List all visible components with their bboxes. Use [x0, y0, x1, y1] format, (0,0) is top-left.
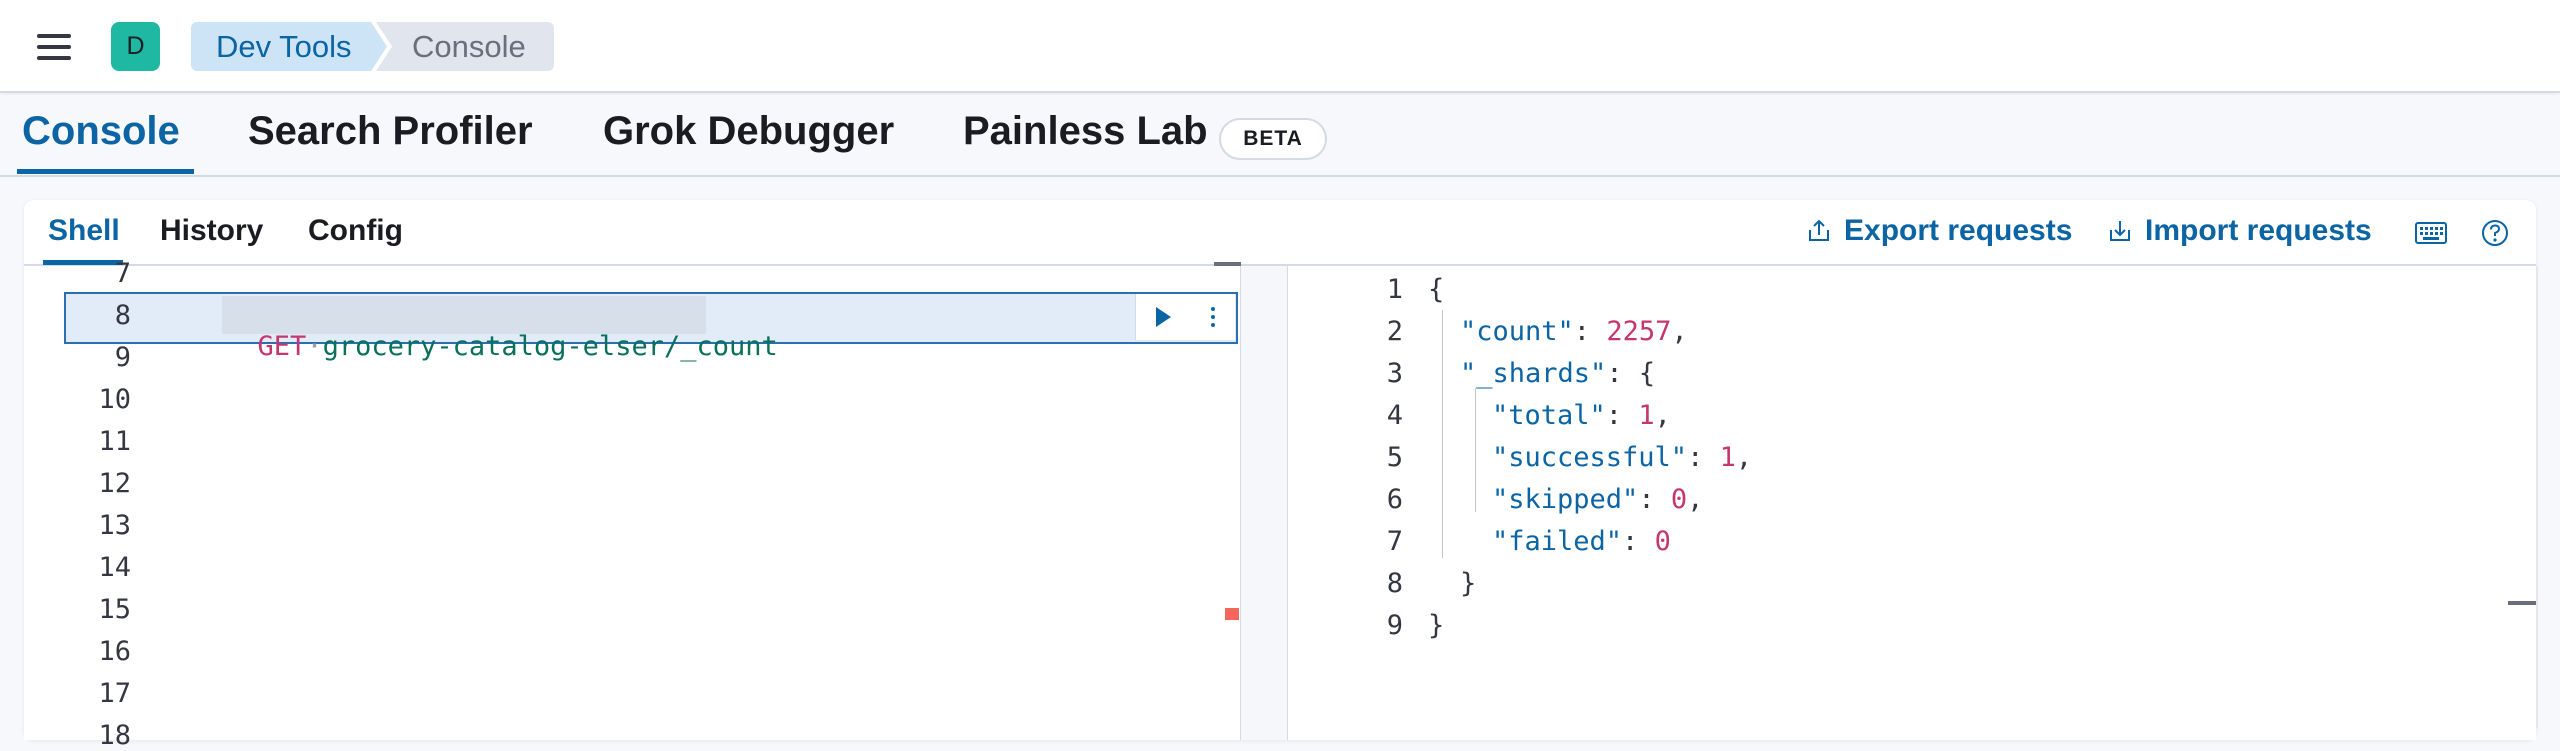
- output-scrollbar[interactable]: [2536, 266, 2538, 728]
- selection-highlight: [222, 296, 706, 334]
- json-line: "count": 2257,: [1460, 316, 1688, 347]
- help-icon[interactable]: [2478, 216, 2512, 250]
- line-number: 17: [98, 678, 131, 709]
- line-number: 18: [98, 720, 131, 751]
- export-requests-label: Export requests: [1844, 214, 2073, 247]
- line-number: 3: [1386, 358, 1403, 389]
- active-sub-tab-indicator: [43, 260, 123, 265]
- line-number: 7: [1386, 526, 1403, 557]
- json-line: "successful": 1,: [1492, 442, 1753, 473]
- request-line[interactable]: GET·grocery-catalog-elser/_count: [257, 331, 778, 362]
- json-line: "failed": 0: [1492, 526, 1671, 557]
- line-number: 8: [114, 300, 131, 331]
- export-requests-button[interactable]: Export requests: [1806, 214, 2072, 248]
- json-line: }: [1428, 610, 1445, 641]
- line-number: 2: [1386, 316, 1403, 347]
- editor-output-divider[interactable]: [1240, 266, 1288, 740]
- tab-grok-debugger[interactable]: Grok Debugger: [603, 109, 895, 153]
- line-number: 9: [1386, 610, 1403, 641]
- line-number: 14: [98, 552, 131, 583]
- tab-config[interactable]: Config: [308, 214, 403, 247]
- request-editor[interactable]: 7 8 9 10 11 12 13 14 15 16 17 18 GET·gro…: [24, 258, 1240, 751]
- active-tab-indicator: [17, 169, 194, 174]
- tab-search-profiler[interactable]: Search Profiler: [248, 109, 533, 153]
- export-icon: [1809, 219, 1829, 241]
- tab-history[interactable]: History: [160, 214, 264, 247]
- json-line: {: [1428, 274, 1445, 305]
- breadcrumb-dev-tools[interactable]: Dev Tools: [191, 22, 387, 71]
- main-tabs: Console Search Profiler Grok Debugger Pa…: [0, 95, 2560, 177]
- console-sub-tabs: Shell History Config Export requests Imp…: [24, 200, 2536, 266]
- response-output: 1 2 3 4 5 6 7 8 9 { "count": 2257, "_sha…: [1288, 266, 2536, 740]
- line-number: 9: [114, 342, 131, 373]
- hamburger-menu-icon[interactable]: [34, 30, 74, 64]
- breadcrumb-console: Console: [376, 22, 554, 71]
- line-number: 12: [98, 468, 131, 499]
- import-requests-label: Import requests: [2145, 214, 2372, 247]
- tab-shell[interactable]: Shell: [48, 214, 120, 247]
- tab-painless-lab[interactable]: Painless Lab: [963, 109, 1208, 153]
- indent-guide: [1442, 310, 1443, 558]
- line-number: 13: [98, 510, 131, 541]
- line-number: 16: [98, 636, 131, 667]
- line-number: 1: [1386, 274, 1403, 305]
- line-number: 8: [1386, 568, 1403, 599]
- json-line: }: [1460, 568, 1477, 599]
- indent-guide: [1475, 388, 1476, 512]
- line-number: 4: [1386, 400, 1403, 431]
- line-number: 15: [98, 594, 131, 625]
- keyboard-shortcuts-icon[interactable]: [2414, 216, 2448, 250]
- space-avatar[interactable]: D: [111, 22, 160, 71]
- line-number: 5: [1386, 442, 1403, 473]
- top-header: D Dev Tools Console: [0, 0, 2560, 93]
- console-panel: Shell History Config Export requests Imp…: [24, 200, 2536, 751]
- json-line: "_shards": {: [1460, 358, 1656, 389]
- request-url: grocery-catalog-elser/_count: [322, 331, 778, 362]
- request-method: GET: [257, 331, 307, 362]
- play-icon[interactable]: [1156, 307, 1171, 327]
- import-icon: [2110, 221, 2130, 241]
- scroll-position-marker: [1214, 262, 1241, 266]
- output-scroll-marker: [2508, 601, 2536, 605]
- request-actions: [1135, 294, 1235, 340]
- line-number: 6: [1386, 484, 1403, 515]
- line-number: 10: [98, 384, 131, 415]
- more-actions-icon[interactable]: [1211, 307, 1215, 327]
- json-line: "skipped": 0,: [1492, 484, 1704, 515]
- tab-console[interactable]: Console: [22, 109, 180, 153]
- beta-badge: BETA: [1219, 118, 1327, 160]
- line-number: 7: [114, 258, 131, 289]
- json-line: "total": 1,: [1492, 400, 1671, 431]
- line-number: 11: [98, 426, 131, 457]
- import-requests-button[interactable]: Import requests: [2107, 214, 2372, 248]
- error-marker: [1225, 608, 1239, 620]
